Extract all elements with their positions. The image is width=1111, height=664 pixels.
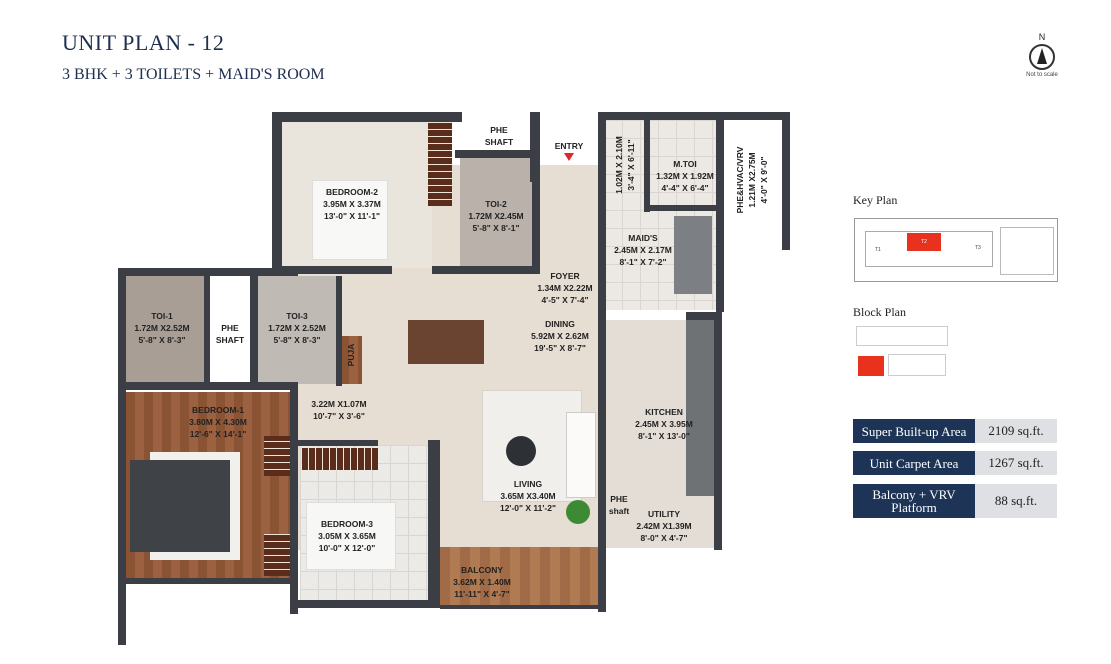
area-value: 88 sq.ft.	[975, 484, 1057, 518]
bedroom-1-bed	[130, 460, 230, 552]
dining-table	[408, 320, 484, 364]
bedroom-2-wardrobe	[428, 122, 452, 206]
kitchen-counter	[686, 320, 714, 496]
page-title: UNIT PLAN - 12	[62, 30, 225, 55]
key-plan-title: Key Plan	[853, 193, 898, 207]
sofa	[566, 412, 596, 498]
toi-1-floor	[126, 276, 206, 384]
scale-note: Not to scale	[1026, 72, 1058, 78]
entry-arrow-icon	[564, 153, 574, 161]
maid-bed	[674, 216, 712, 294]
key-plan-t1: T1	[875, 247, 881, 253]
area-value: 1267 sq.ft.	[975, 451, 1057, 475]
toi-3-floor	[258, 276, 336, 384]
north-label: N	[1038, 32, 1046, 42]
key-plan-t3: T3	[975, 245, 981, 251]
phe-shaft-left	[210, 276, 250, 384]
utility-floor	[604, 496, 714, 548]
entry-label: ENTRY	[554, 141, 584, 151]
area-row-balcony: Balcony + VRV Platform 88 sq.ft.	[853, 484, 1057, 518]
balcony-floor	[440, 547, 598, 607]
area-label: Balcony + VRV Platform	[853, 484, 975, 518]
bedroom-2-bed	[312, 180, 388, 260]
north-compass: N Not to scale	[1022, 32, 1062, 78]
key-plan-diagram: T2 T1 T3	[854, 218, 1058, 282]
bedroom-3-bed	[306, 502, 396, 570]
bedroom-3-wardrobe	[302, 448, 378, 470]
area-row-carpet: Unit Carpet Area 1267 sq.ft.	[853, 451, 1057, 475]
page-subtitle: 3 BHK + 3 TOILETS + MAID'S ROOM	[62, 66, 325, 83]
area-label: Unit Carpet Area	[853, 451, 975, 475]
area-label: Super Built-up Area	[853, 419, 975, 443]
bedroom-1-wardrobe	[264, 436, 290, 476]
block-plan-diagram	[854, 326, 948, 378]
bedroom-1-wardrobe-2	[264, 534, 290, 576]
area-row-super-built-up: Super Built-up Area 2109 sq.ft.	[853, 419, 1057, 443]
toi-2-floor	[460, 158, 536, 270]
hvac-shaft	[726, 120, 784, 248]
compass-arrow-icon	[1029, 44, 1055, 70]
puja-floor	[340, 336, 362, 384]
phe-shaft-top	[462, 118, 538, 150]
block-plan-title: Block Plan	[853, 305, 906, 319]
room-label-puja: PUJA	[346, 343, 356, 367]
coffee-table	[506, 436, 536, 466]
key-plan-t2: T2	[907, 233, 941, 251]
plant	[566, 500, 590, 524]
area-value: 2109 sq.ft.	[975, 419, 1057, 443]
